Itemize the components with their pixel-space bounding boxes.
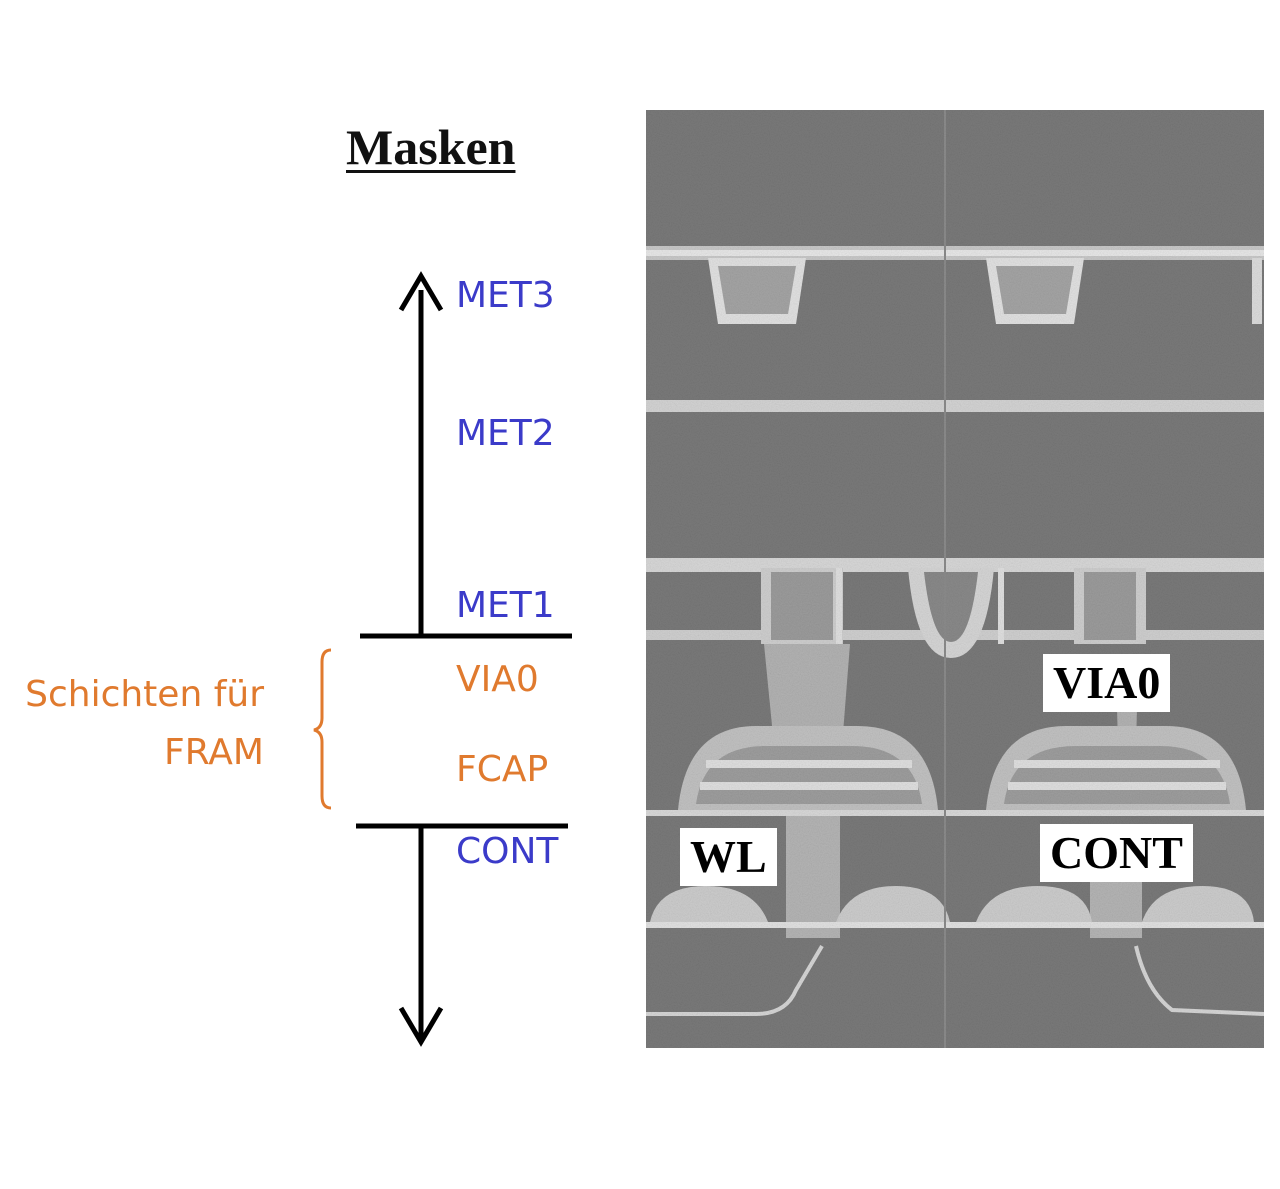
layer-label-met1: MET1 [456,585,555,626]
layer-label-via0: VIA0 [456,659,539,700]
sem-label-cont: CONT [1040,824,1193,882]
up-arrow-head [398,271,444,312]
layer-label-cont: CONT [456,831,559,872]
fram-bracket [313,648,332,810]
layer-label-met3: MET3 [456,275,555,316]
fram-group-label: Schichten für FRAM [8,666,264,782]
down-arrow-head [398,1006,444,1047]
layer-label-fcap: FCAP [456,749,549,790]
fram-label-line2: FRAM [164,732,264,773]
sem-label-wl: WL [680,828,777,886]
sem-label-via0: VIA0 [1043,654,1171,712]
layer-label-met2: MET2 [456,413,555,454]
diagram-title: Masken [346,119,516,175]
sem-cross-section-image [646,110,1264,1048]
fram-label-line1: Schichten für [25,674,264,715]
layer-axis-graphic [313,271,572,1047]
